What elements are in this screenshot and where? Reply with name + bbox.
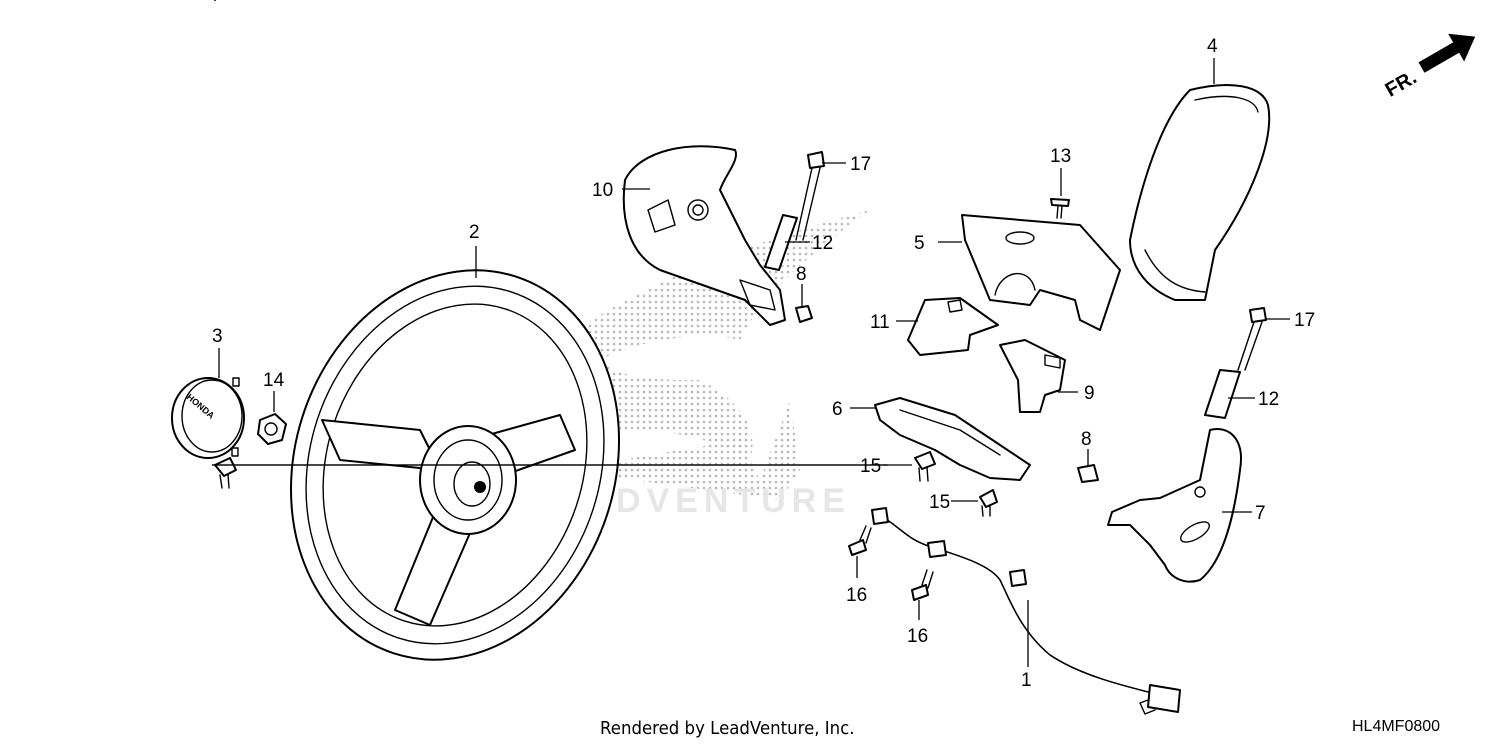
screw[interactable] <box>1050 198 1070 219</box>
callout-17-upper[interactable]: 17 <box>850 154 871 175</box>
left-cover[interactable] <box>622 145 786 326</box>
clip-right[interactable] <box>979 489 998 517</box>
front-arrow-icon <box>1418 33 1476 73</box>
callout-14[interactable]: 14 <box>263 370 285 391</box>
rendered-by-credit: Rendered by LeadVenture, Inc. <box>600 718 855 739</box>
callout-16-lower[interactable]: 16 <box>907 626 928 647</box>
column-bracket-right[interactable] <box>999 339 1066 413</box>
fr-label: FR. <box>1382 66 1421 101</box>
wire-harness[interactable] <box>871 507 1181 715</box>
callout-numbers: 1 2 3 4 5 6 7 8 8 9 10 11 12 12 13 14 15… <box>212 36 1315 691</box>
callout-16-upper[interactable]: 16 <box>846 585 867 606</box>
clip-nut-upper[interactable] <box>795 305 813 323</box>
callout-4[interactable]: 4 <box>1207 36 1218 57</box>
callout-5[interactable]: 5 <box>914 233 925 254</box>
clip-15-left-body <box>914 451 936 482</box>
callout-12-upper[interactable]: 12 <box>812 233 833 254</box>
clip-nut-lower[interactable] <box>1077 464 1099 483</box>
callout-6[interactable]: 6 <box>832 399 843 420</box>
callout-8-lower[interactable]: 8 <box>1081 429 1092 450</box>
emblem-cap[interactable]: HONDA <box>171 377 245 459</box>
diagram-code: HL4MF0800 <box>1352 718 1441 735</box>
nut[interactable] <box>257 413 287 445</box>
callout-2[interactable]: 2 <box>469 222 480 243</box>
screw-lower-16[interactable] <box>911 569 934 601</box>
right-cover[interactable] <box>1107 428 1242 583</box>
leader-lines <box>212 58 1290 667</box>
callout-7[interactable]: 7 <box>1255 503 1266 524</box>
screw-upper-16[interactable] <box>848 525 872 556</box>
bolt-lower[interactable] <box>1237 307 1267 371</box>
callout-13[interactable]: 13 <box>1050 146 1071 167</box>
callout-3[interactable]: 3 <box>212 326 223 347</box>
collar-upper[interactable] <box>764 214 798 271</box>
column-cover-lower[interactable] <box>874 397 1031 481</box>
callout-15-right[interactable]: 15 <box>929 492 950 513</box>
callout-9[interactable]: 9 <box>1084 383 1095 404</box>
pad-cover[interactable] <box>1129 84 1271 301</box>
callout-8-upper[interactable]: 8 <box>796 264 807 285</box>
front-direction-indicator: FR. <box>1382 33 1476 102</box>
column-cover-upper[interactable] <box>961 214 1121 331</box>
column-bracket-left[interactable] <box>907 297 999 356</box>
callout-15-left[interactable]: 15 <box>860 456 881 477</box>
clip-left[interactable] <box>214 0 237 489</box>
bolt-upper[interactable] <box>795 151 825 241</box>
collar-lower[interactable] <box>1204 369 1241 419</box>
callout-11[interactable]: 11 <box>870 312 890 333</box>
callout-17-lower[interactable]: 17 <box>1294 310 1315 331</box>
callout-10[interactable]: 10 <box>592 180 613 201</box>
callout-1[interactable]: 1 <box>1021 670 1032 691</box>
callout-12-lower[interactable]: 12 <box>1258 389 1279 410</box>
